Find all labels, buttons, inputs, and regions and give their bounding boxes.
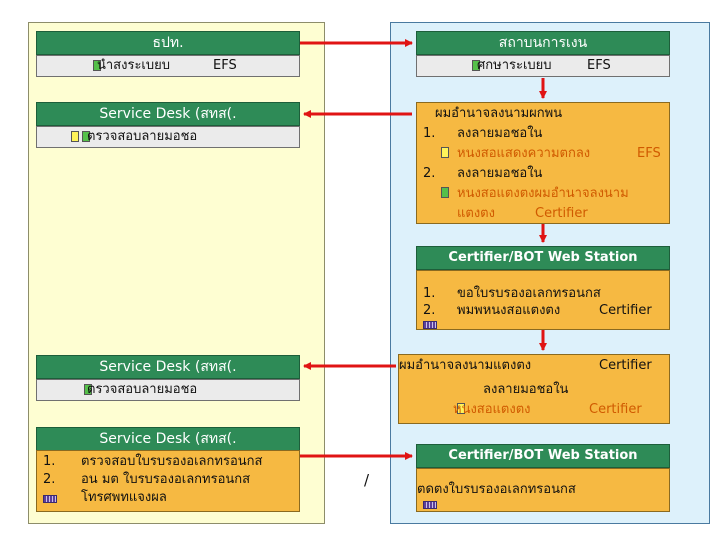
bot-row: นำสงระเบยบ EFS [36, 55, 300, 77]
certifier-station-header-2: Certifier/BOT Web Station [416, 444, 670, 468]
step-text: อน มต ใบรบรองอเลกทรอนกส [81, 472, 251, 487]
step-text: ขอใบรบรองอเลกทรอนกส [457, 286, 601, 301]
service-desk-steps: 1. ตรวจสอบใบรบรองอเลกทรอนกส 2. อน มต ใบร… [36, 450, 300, 512]
signatory-line: แตงตง [457, 206, 495, 221]
service-desk-row-1: ตรวจสอบลายมอชอ [36, 126, 300, 148]
efs-tag: EFS [213, 58, 237, 73]
yellow-document-icon [457, 403, 465, 414]
signatory-box: ผมอำนาจลงนามผกพน 1. ลงลายมอชอใน หนงสอแสด… [416, 102, 670, 224]
step-number: 1. [43, 454, 56, 469]
signatory-line: หนงสอแตงตงผมอำนาจลงนาม [457, 186, 629, 201]
signatory-title: ผมอำนาจลงนามผกพน [435, 106, 563, 121]
yellow-document-icon [71, 131, 79, 142]
service-desk-header-3: Service Desk (สทส(. [36, 427, 300, 451]
service-desk-row-2: ตรวจสอบลายมอชอ [36, 379, 300, 401]
certifier-tag: Certifier [589, 402, 642, 417]
certifier-station-header-1: Certifier/BOT Web Station [416, 246, 670, 270]
install-certificate-box: ตดตงใบรบรองอเลกทรอนกส [416, 468, 670, 512]
keyboard-icon [423, 321, 437, 329]
green-document-icon [82, 131, 90, 142]
slash-label: / [364, 471, 370, 489]
step-number: 2. [43, 472, 56, 487]
bot-row-text: นำสงระเบยบ [97, 58, 170, 73]
efs-tag: EFS [637, 146, 661, 161]
appointed-line: ผมอำนาจลงนามแตงตง [399, 358, 532, 373]
efs-tag: EFS [587, 58, 611, 73]
step-text: ตรวจสอบใบรบรองอเลกทรอนกส [81, 454, 263, 469]
service-desk-row-1-text: ตรวจสอบลายมอชอ [87, 129, 198, 144]
service-desk-header-2: Service Desk (สทส(. [36, 355, 300, 379]
step-text: โทรศพทแจงผล [81, 490, 167, 505]
appointed-line: หนงสอแตงตง [453, 402, 531, 417]
fi-row-text: ศกษาระเบยบ [477, 58, 552, 73]
install-text: ตดตงใบรบรองอเลกทรอนกส [417, 482, 576, 497]
step-number: 1. [423, 286, 436, 301]
signatory-line: ลงลายมอชอใน [457, 126, 543, 141]
yellow-document-icon [441, 147, 449, 158]
certifier-tag: Certifier [599, 303, 652, 318]
step-text: พมพหนงสอแตงตง [457, 303, 561, 318]
keyboard-icon [43, 495, 57, 503]
certifier-tag: Certifier [599, 358, 652, 373]
certifier-station-steps: 1. ขอใบรบรองอเลกทรอนกส 2. พมพหนงสอแตงตง … [416, 270, 670, 330]
service-desk-row-2-text: ตรวจสอบลายมอชอ [87, 382, 198, 397]
certifier-tag: Certifier [535, 206, 588, 221]
step-number: 1. [423, 126, 436, 141]
service-desk-header-1: Service Desk (สทส(. [36, 102, 300, 126]
keyboard-icon [423, 501, 437, 509]
green-document-icon [93, 60, 101, 71]
fi-row: ศกษาระเบยบ EFS [416, 55, 670, 77]
green-document-icon [472, 60, 480, 71]
fi-header: สถาบนการเงน [416, 31, 670, 55]
green-document-icon [84, 384, 92, 395]
signatory-line: ลงลายมอชอใน [457, 166, 543, 181]
green-document-icon [441, 187, 449, 198]
appointed-line: ลงลายมอชอใน [483, 382, 569, 397]
appointed-signatory-box: ผมอำนาจลงนามแตงตง Certifier ลงลายมอชอใน … [398, 354, 670, 424]
step-number: 2. [423, 166, 436, 181]
signatory-line: หนงสอแสดงความตกลง [457, 146, 591, 161]
step-number: 2. [423, 303, 436, 318]
bot-header: ธปท. [36, 31, 300, 55]
